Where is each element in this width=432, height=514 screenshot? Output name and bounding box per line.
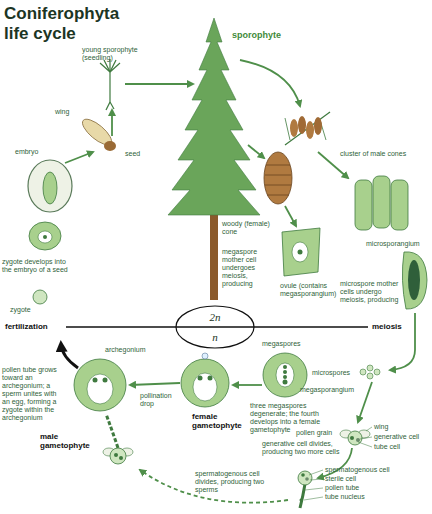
process-note: microspore mother cells undergo meiosis,… [340,280,402,304]
archegonium-ovule [74,359,126,411]
seed [104,141,116,151]
stage-label: male gametophyte [40,432,85,450]
zygote-cell [33,290,47,304]
process-note: generative cell divides, producing two m… [262,440,340,456]
process-note: megaspore mother cell undergoes meiosis,… [222,248,278,288]
part-label: young sporophyte (seedling) [82,46,146,62]
part-label: microsporangium [366,240,420,248]
part-label: pollen tube [325,484,359,492]
seed-section [28,160,72,212]
part-label: wing [374,423,388,431]
process-note: spermatogenous cell divides, producing t… [195,470,275,494]
germinating-pollen [298,470,323,508]
male-cone-cluster [285,112,330,145]
microsporangium-drawing [402,252,427,309]
embryo [43,172,57,204]
ploidy-label: 2n [175,312,255,323]
process-note: pollen tube grows toward an archegonium;… [2,366,64,422]
part-label: microspores [312,369,350,377]
stage-label: meiosis [372,322,402,331]
part-label: megasporangium [300,386,354,394]
part-label: generative cell [374,433,419,441]
ploidy-line [66,326,368,328]
diagram-title: Coniferophyta life cycle [4,4,144,45]
ploidy-ellipse: 2n n [175,305,255,349]
part-label: pollination drop [140,392,176,408]
stage-label: sporophyte [232,30,281,40]
fertilization-arrow [61,344,78,368]
part-label: seed [125,150,140,158]
male-cone-scales [355,176,408,230]
female-cone [264,152,292,204]
cycle-arrows [65,60,415,503]
tree-foliage [168,18,260,215]
male-gametophyte-drawing [103,414,133,464]
microspores-drawing [360,365,380,379]
female-gametophyte-ovule [181,359,229,407]
part-label: wing [55,108,69,116]
stage-label: fertilization [5,322,48,331]
ovule-zygote [29,222,61,250]
stage-label: female gametophyte [192,412,244,430]
pollen-grain-drawing [340,427,372,447]
part-label: ovule (contains megasporangium) [280,282,338,298]
seedling [100,59,120,110]
part-label: archegonium [105,346,145,354]
ovule-scale [282,228,320,276]
part-label: pollen grain [296,429,332,437]
part-label: embryo [15,148,38,156]
ploidy-label: n [175,332,255,343]
part-label: cluster of male cones [340,150,410,158]
part-label: woody (female) cone [222,220,276,236]
part-label: zygote [10,306,31,314]
part-label: tube cell [374,443,400,451]
part-label: spermatogenous cell [325,466,390,474]
part-label: megaspores [262,340,301,348]
process-note: zygote develops into the embryo of a see… [2,258,72,274]
part-label: sterile cell [325,475,356,483]
part-label: tube nucleus [325,493,365,501]
